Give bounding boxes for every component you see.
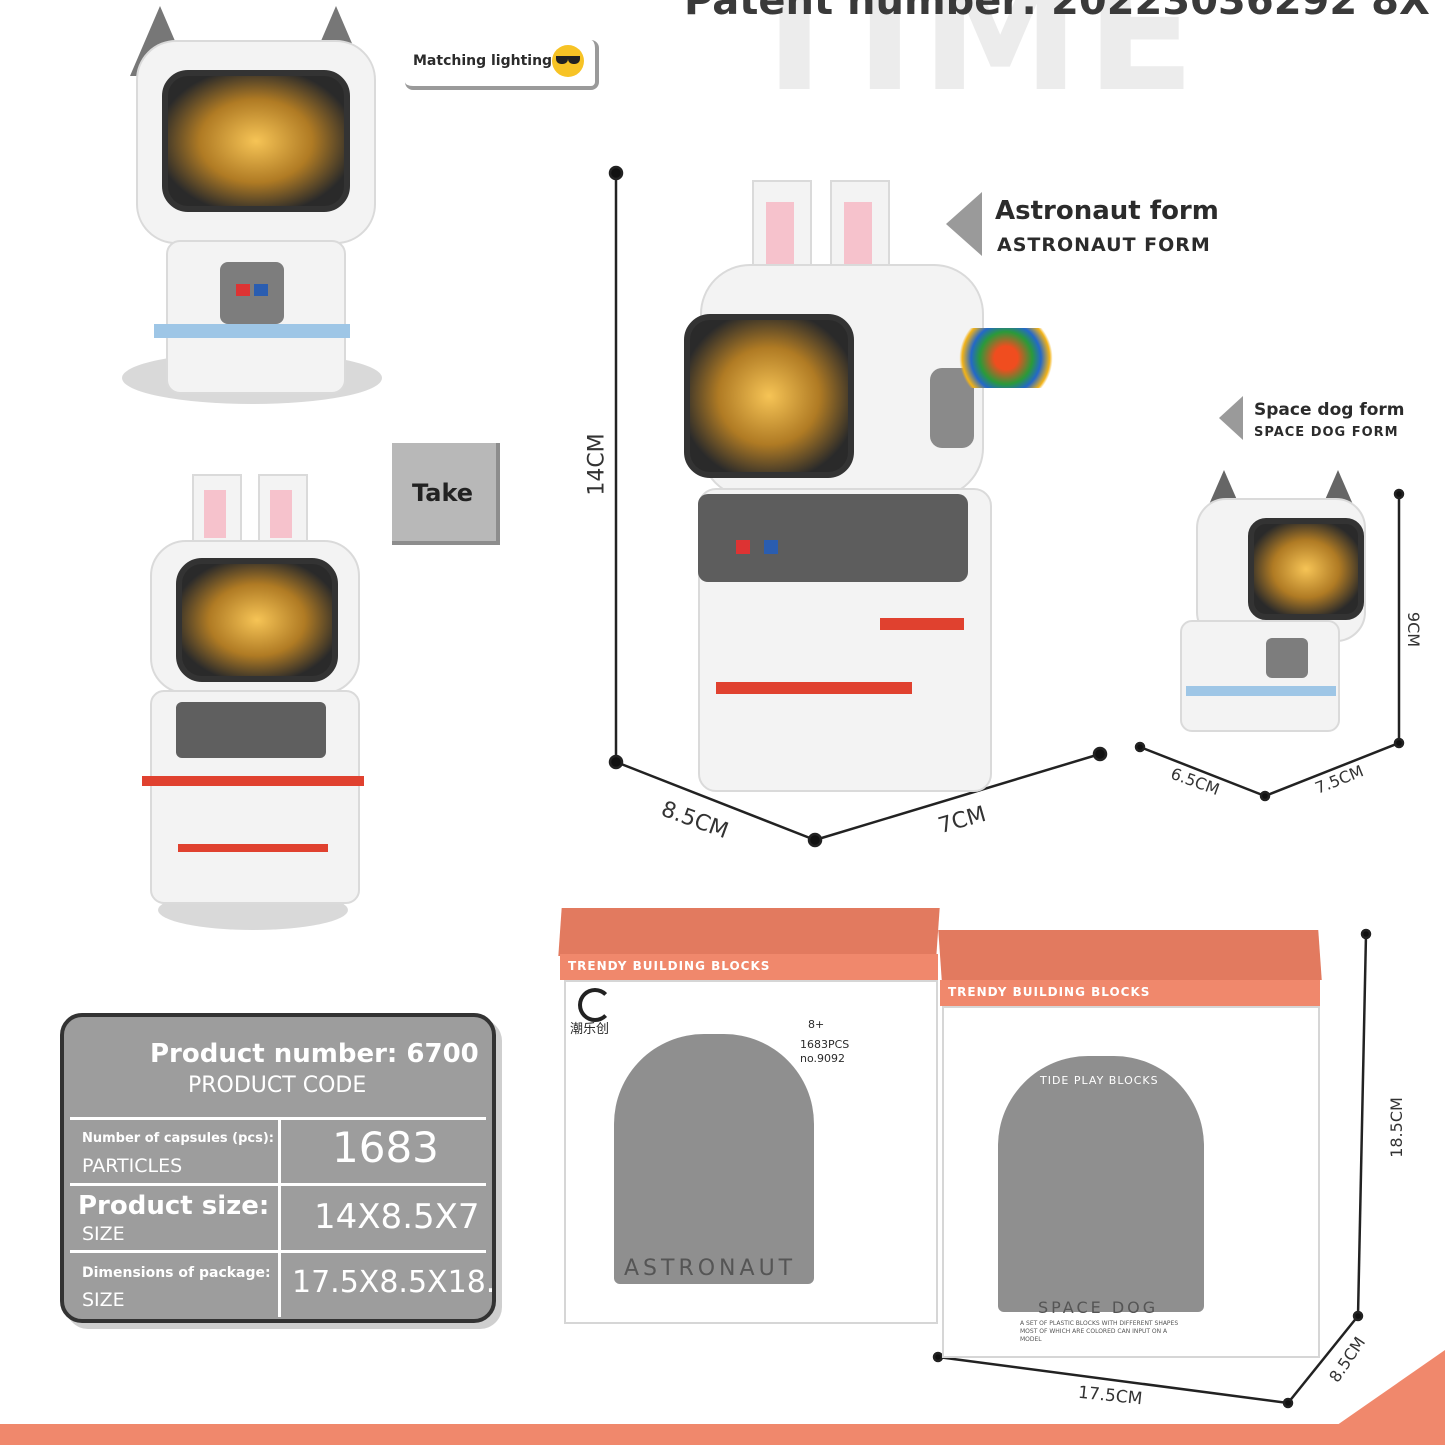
capsules-label: Number of capsules (pcs): bbox=[82, 1131, 274, 1146]
space-dog-package-box: TRENDY BUILDING BLOCKS TIDE PLAY BLOCKS … bbox=[938, 930, 1322, 1360]
background-watermark: TIME bbox=[740, 0, 1202, 127]
package-height-label: 18.5CM bbox=[1386, 1097, 1406, 1158]
bottom-corner-accent bbox=[1330, 1350, 1445, 1430]
space-dog-figure-top bbox=[110, 0, 400, 410]
product-size-label: Product size: bbox=[78, 1191, 270, 1221]
brand-name: 潮乐创 bbox=[570, 1022, 610, 1037]
astronaut-height-label: 14CM bbox=[584, 433, 610, 496]
product-size-sub: SIZE bbox=[82, 1223, 125, 1245]
box2-stripe-text: TRENDY BUILDING BLOCKS bbox=[948, 985, 1151, 999]
space-dog-form-subtitle: SPACE DOG FORM bbox=[1254, 425, 1399, 440]
capsules-value: 1683 bbox=[332, 1123, 439, 1172]
box1-age: 8+ bbox=[808, 1018, 825, 1031]
astronaut-form-arrow bbox=[946, 192, 982, 256]
box2-product-name: SPACE DOG bbox=[1038, 1298, 1159, 1317]
astronaut-package-box: TRENDY BUILDING BLOCKS 潮乐创 8+ 1683PCS no… bbox=[558, 908, 940, 1324]
box1-art-panel bbox=[614, 1034, 814, 1284]
take-text: Take bbox=[412, 479, 474, 507]
space-dog-form-title: Space dog form bbox=[1254, 400, 1405, 420]
product-size-value: 14X8.5X7 bbox=[314, 1197, 480, 1237]
package-dimensions-label: Dimensions of package: bbox=[82, 1265, 271, 1281]
box2-note: A SET OF PLASTIC BLOCKS WITH DIFFERENT S… bbox=[1020, 1320, 1179, 1343]
box1-pcs: 1683PCS bbox=[800, 1038, 850, 1051]
space-dog-figure-small bbox=[1176, 470, 1366, 740]
package-dimensions-sub: SIZE bbox=[82, 1289, 125, 1311]
box1-product-name: ASTRONAUT bbox=[624, 1256, 797, 1281]
box2-header: TIDE PLAY BLOCKS bbox=[1040, 1074, 1159, 1087]
box1-model-no: no.9092 bbox=[800, 1052, 845, 1065]
capsules-sub: PARTICLES bbox=[82, 1155, 183, 1177]
patent-number: Patent number: 20223036292 8X bbox=[684, 0, 1430, 24]
take-bubble: Take bbox=[392, 443, 500, 545]
matching-lighting-text: Matching lighting! bbox=[413, 53, 559, 69]
box1-stripe-text: TRENDY BUILDING BLOCKS bbox=[568, 959, 771, 973]
sunglasses-emoji-icon bbox=[552, 45, 584, 77]
matching-lighting-bubble: Matching lighting! bbox=[405, 40, 599, 90]
package-dimensions-value: 17.5X8.5X18.5 bbox=[292, 1265, 496, 1300]
space-dog-form-arrow bbox=[1219, 396, 1243, 440]
bottom-accent-bar bbox=[0, 1424, 1445, 1445]
product-spec-card: Product number: 6700 PRODUCT CODE Number… bbox=[60, 1013, 496, 1323]
brand-logo-icon bbox=[578, 988, 612, 1022]
product-code-label: PRODUCT CODE bbox=[188, 1073, 367, 1098]
box2-art-panel bbox=[998, 1056, 1204, 1312]
astronaut-form-subtitle: ASTRONAUT FORM bbox=[997, 234, 1211, 256]
astronaut-rabbit-figure-left bbox=[130, 470, 370, 940]
dog-height-label: 9CM bbox=[1404, 611, 1424, 648]
astronaut-rabbit-figure-main bbox=[680, 178, 1060, 792]
astronaut-form-title: Astronaut form bbox=[995, 196, 1219, 226]
product-number: Product number: 6700 bbox=[150, 1039, 479, 1069]
